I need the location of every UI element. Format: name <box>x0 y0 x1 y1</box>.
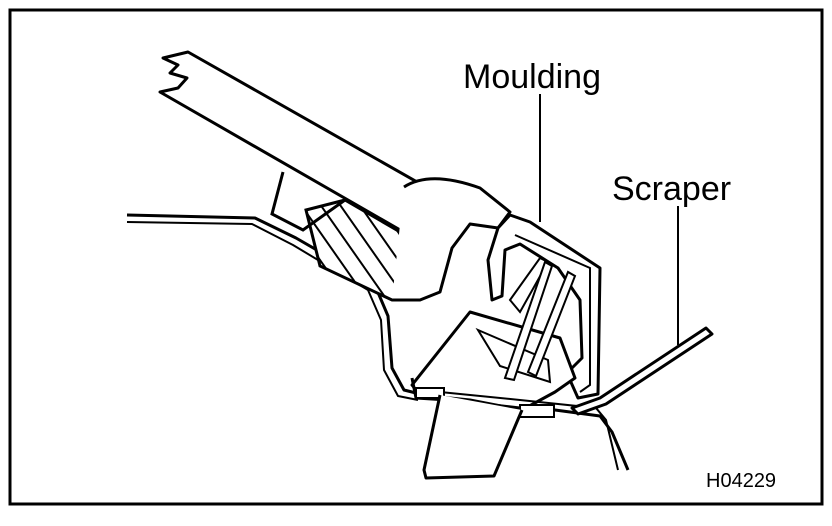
tool-blade-outline <box>270 171 346 232</box>
flange-clip-right <box>519 404 555 418</box>
clip-leg-mid <box>526 270 577 378</box>
body-panel-inner <box>126 221 419 401</box>
lever-grip <box>422 394 524 480</box>
body-panel <box>126 213 417 395</box>
scraper-label: Scraper <box>612 170 732 208</box>
tool-cover <box>392 177 512 302</box>
pry-tool <box>158 50 472 248</box>
moulding-inner-channel <box>514 234 591 393</box>
clip-leg-right <box>503 260 554 382</box>
scraper-strip <box>570 326 714 416</box>
figure-code: H04229 <box>706 470 777 492</box>
clip-leg-left <box>508 256 550 314</box>
flange-clip-left <box>415 387 445 399</box>
moulding-label: Moulding <box>463 58 601 96</box>
